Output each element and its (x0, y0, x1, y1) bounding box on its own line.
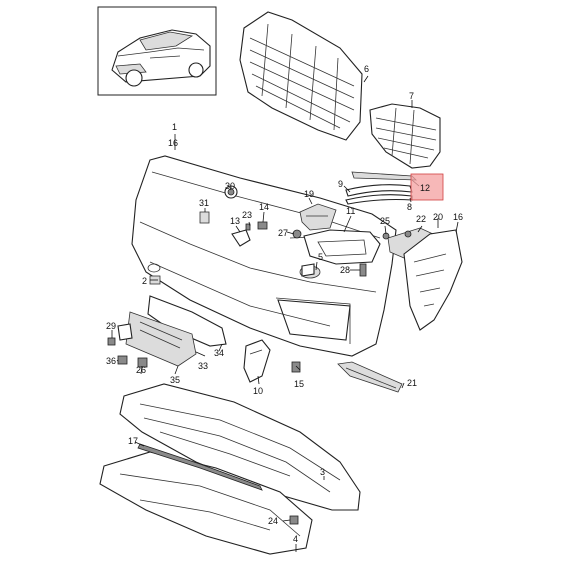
part-6-grille (239, 11, 363, 141)
part-8-9-trim-strips (345, 171, 417, 205)
callout-4: 4 (293, 534, 298, 544)
callout-35: 35 (170, 375, 180, 385)
part-16-side-support (403, 229, 463, 331)
callout-25: 25 (380, 216, 390, 226)
callout-34: 34 (214, 348, 224, 358)
callout-19: 19 (304, 189, 314, 199)
callout-30: 30 (225, 181, 235, 191)
callout-3: 3 (320, 467, 325, 477)
part-24-screw (289, 515, 299, 525)
vehicle-thumbnail (97, 6, 217, 96)
callout-6: 6 (364, 64, 369, 74)
small-fasteners (199, 185, 390, 277)
callout-16b: 16 (453, 212, 463, 222)
callout-33: 33 (198, 361, 208, 371)
part-3-underbody-panel (119, 383, 361, 511)
callout-27: 27 (278, 228, 288, 238)
callout-14: 14 (259, 202, 269, 212)
part-33-34-35-plate-mounts (117, 295, 227, 367)
callout-22: 22 (416, 214, 426, 224)
part-7-side-grille (369, 103, 441, 169)
part-17-seal-strip (137, 443, 263, 491)
part-10-lower-trim (243, 339, 271, 383)
callout-31: 31 (199, 198, 209, 208)
callout-15: 15 (294, 379, 304, 389)
callout-21: 21 (407, 378, 417, 388)
lower-clips (107, 337, 301, 373)
callout-23: 23 (242, 210, 252, 220)
callout-2: 2 (142, 276, 147, 286)
callout-20: 20 (433, 212, 443, 222)
callout-24: 24 (268, 516, 278, 526)
callout-7: 7 (409, 91, 414, 101)
part-21-side-trim (337, 361, 403, 393)
callout-5: 5 (318, 252, 323, 262)
callout-16a: 16 (168, 138, 178, 148)
callout-17: 17 (128, 436, 138, 446)
callout-28: 28 (340, 265, 350, 275)
part-19-bracket (299, 203, 337, 231)
part-12-highlight (410, 173, 444, 201)
part-11-fog-frame (303, 229, 381, 265)
callout-36: 36 (106, 356, 116, 366)
callout-1: 1 (172, 122, 177, 132)
callout-8: 8 (407, 202, 412, 212)
callout-26: 26 (136, 365, 146, 375)
callout-12: 12 (420, 183, 430, 193)
callout-11: 11 (346, 206, 355, 216)
callout-10: 10 (253, 386, 263, 396)
callouts: 1 16 2 3 4 5 6 7 8 9 10 11 12 13 14 15 1… (106, 64, 463, 544)
callout-9: 9 (338, 179, 343, 189)
callout-13: 13 (230, 216, 240, 226)
callout-29: 29 (106, 321, 116, 331)
leader-lines (111, 75, 459, 552)
